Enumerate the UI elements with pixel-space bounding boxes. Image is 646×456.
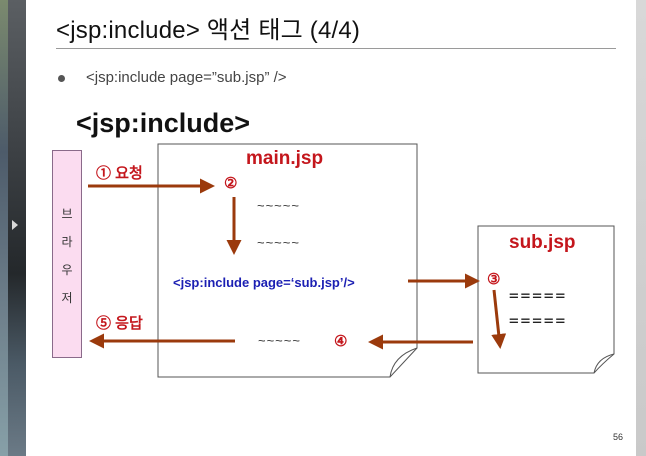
main-code-placeholder: ~~~~~ xyxy=(257,198,300,213)
browser-label-char: 라 xyxy=(53,233,81,250)
sub-jsp-title: sub.jsp xyxy=(509,232,576,254)
step-5-response-label: ⑤ 응답 xyxy=(96,312,143,333)
browser-label-char: 저 xyxy=(53,289,81,306)
main-code-placeholder: ~~~~~ xyxy=(258,333,301,348)
step-2-label: ② xyxy=(224,174,237,192)
sub-code-placeholder: ===== xyxy=(509,311,567,330)
browser-label-char: 우 xyxy=(53,261,81,278)
page-number: 56 xyxy=(613,432,623,442)
include-tag-code: <jsp:include page=‘sub.jsp’/> xyxy=(173,275,355,290)
main-code-placeholder: ~~~~~ xyxy=(257,235,300,250)
browser-box: 브 라 우 저 xyxy=(52,150,82,358)
step-3-label: ③ xyxy=(487,270,500,288)
step-1-request-label: ① 요청 xyxy=(96,162,143,183)
main-jsp-title: main.jsp xyxy=(246,148,323,170)
step-4-label: ④ xyxy=(334,332,347,350)
browser-label-char: 브 xyxy=(53,205,81,222)
sub-code-placeholder: ===== xyxy=(509,286,567,305)
